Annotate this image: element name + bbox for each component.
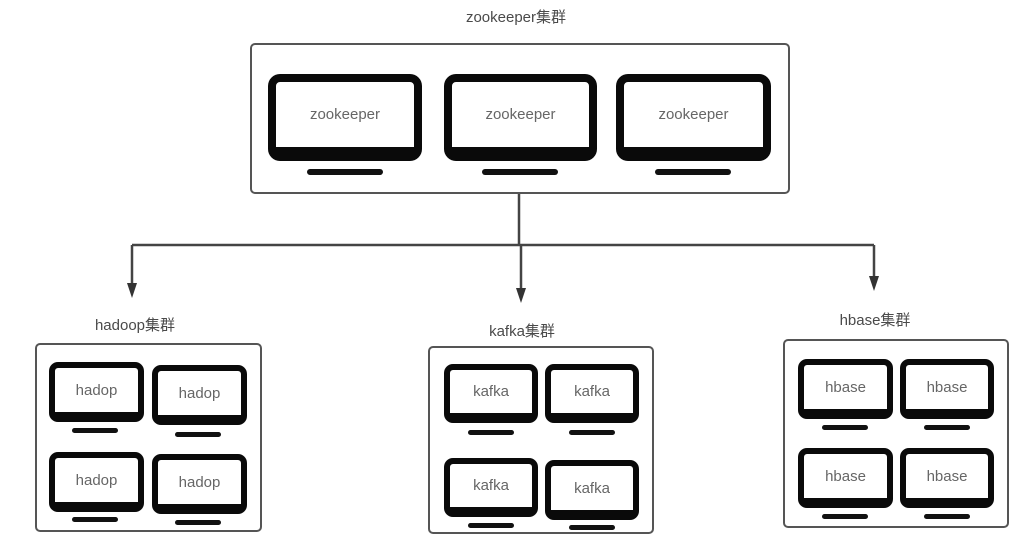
arrowhead-hadoop <box>127 283 137 298</box>
zookeeper-cluster-title: zookeeper集群 <box>465 9 567 26</box>
node-label: kafka <box>473 477 509 494</box>
hbase-node[interactable]: hbase <box>900 448 994 508</box>
hbase-node[interactable]: hbase <box>798 359 893 419</box>
monitor-icon: hadop <box>49 362 144 422</box>
hbase-node[interactable]: hbase <box>900 359 994 419</box>
hadoop-node[interactable]: hadop <box>49 452 144 512</box>
zookeeper-node[interactable]: zookeeper <box>268 74 422 161</box>
monitor-stand-icon <box>924 514 970 519</box>
kafka-node[interactable]: kafka <box>444 364 538 423</box>
node-label: hadop <box>178 473 221 491</box>
monitor-stand-icon <box>822 514 868 519</box>
node-label: kafka <box>574 479 610 497</box>
monitor-icon: kafka <box>444 364 538 423</box>
node-label: hadop <box>178 384 221 402</box>
monitor-stand-icon <box>175 520 221 525</box>
hbase-node[interactable]: hbase <box>798 448 893 508</box>
kafka-node[interactable]: kafka <box>444 458 538 517</box>
monitor-icon: hbase <box>900 448 994 508</box>
arrowhead-hbase <box>869 276 879 291</box>
node-label: kafka <box>473 383 509 400</box>
monitor-stand-icon <box>655 169 731 175</box>
monitor-icon: kafka <box>444 458 538 517</box>
monitor-icon: hbase <box>798 359 893 419</box>
monitor-stand-icon <box>72 428 118 433</box>
monitor-icon: zookeeper <box>268 74 422 161</box>
node-label: hbase <box>926 467 968 485</box>
node-label: hadop <box>75 471 118 489</box>
hadoop-cluster-title: hadoop集群 <box>94 317 176 334</box>
monitor-stand-icon <box>822 425 868 430</box>
node-label: zookeeper <box>658 106 729 123</box>
monitor-icon: hbase <box>798 448 893 508</box>
monitor-icon: hadop <box>49 452 144 512</box>
monitor-icon: kafka <box>545 460 639 520</box>
monitor-stand-icon <box>307 169 383 175</box>
node-label: hadop <box>75 381 118 399</box>
hbase-cluster-title: hbase集群 <box>839 312 911 329</box>
monitor-stand-icon <box>468 430 514 435</box>
kafka-cluster-title: kafka集群 <box>489 323 555 340</box>
node-label: hbase <box>926 378 968 396</box>
hadoop-cluster[interactable]: hadop hadop hadop hadop <box>35 343 262 532</box>
arrowhead-kafka <box>516 288 526 303</box>
hadoop-node[interactable]: hadop <box>152 365 247 425</box>
zookeeper-cluster[interactable]: zookeeper zookeeper zookeeper <box>250 43 790 194</box>
hadoop-node[interactable]: hadop <box>49 362 144 422</box>
monitor-stand-icon <box>468 523 514 528</box>
monitor-icon: zookeeper <box>444 74 597 161</box>
node-label: kafka <box>574 383 610 400</box>
monitor-icon: kafka <box>545 364 639 423</box>
monitor-stand-icon <box>482 169 558 175</box>
monitor-icon: zookeeper <box>616 74 771 161</box>
monitor-stand-icon <box>175 432 221 437</box>
monitor-stand-icon <box>569 525 615 530</box>
hadoop-node[interactable]: hadop <box>152 454 247 514</box>
kafka-cluster[interactable]: kafka kafka kafka kafka <box>428 346 654 534</box>
kafka-node[interactable]: kafka <box>545 364 639 423</box>
node-label: zookeeper <box>485 106 556 123</box>
node-label: zookeeper <box>309 106 381 123</box>
monitor-icon: hadop <box>152 454 247 514</box>
zookeeper-node[interactable]: zookeeper <box>616 74 771 161</box>
monitor-stand-icon <box>72 517 118 522</box>
node-label: hbase <box>825 378 866 396</box>
monitor-icon: hbase <box>900 359 994 419</box>
node-label: hbase <box>825 467 866 485</box>
zookeeper-node[interactable]: zookeeper <box>444 74 597 161</box>
monitor-icon: hadop <box>152 365 247 425</box>
hbase-cluster[interactable]: hbase hbase hbase hbase <box>783 339 1009 528</box>
monitor-stand-icon <box>924 425 970 430</box>
monitor-stand-icon <box>569 430 615 435</box>
kafka-node[interactable]: kafka <box>545 460 639 520</box>
